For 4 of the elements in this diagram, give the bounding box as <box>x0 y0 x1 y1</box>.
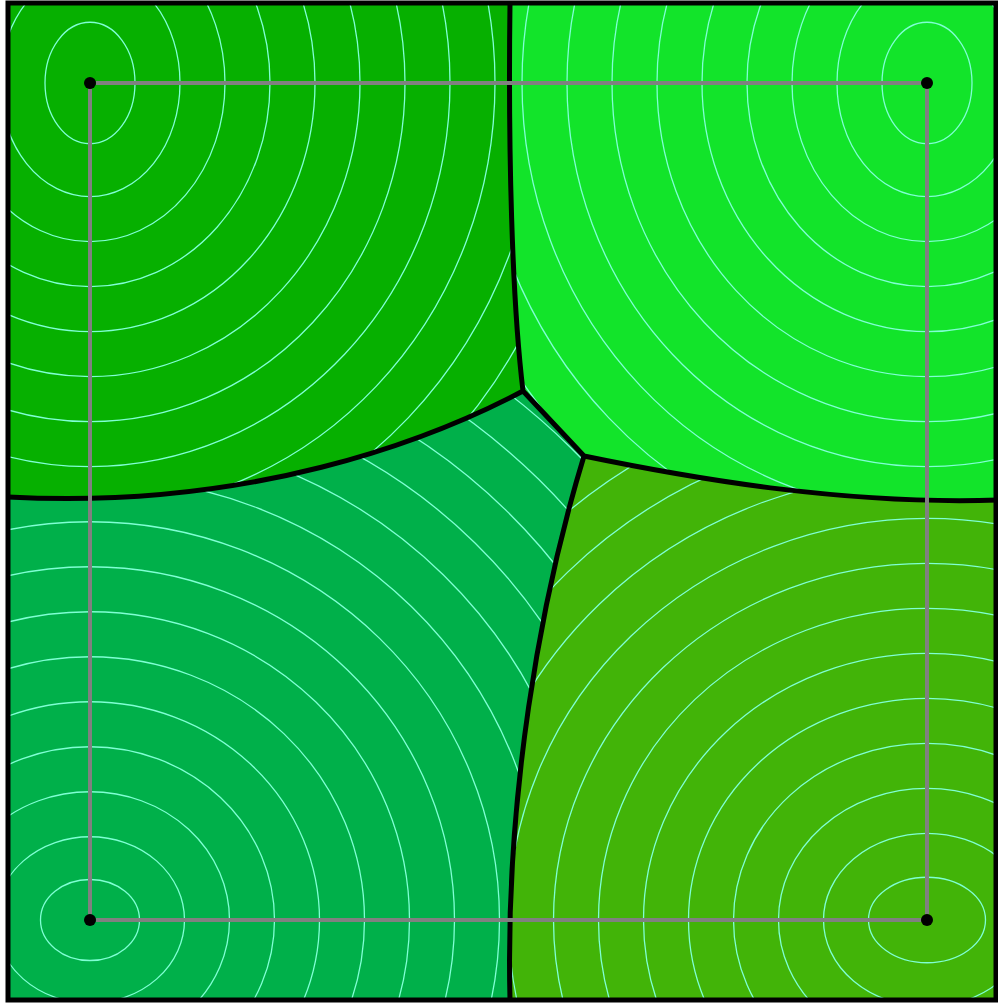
connector-line <box>88 89 92 914</box>
connector-line <box>96 81 921 85</box>
connector-line <box>96 918 921 922</box>
connector-line <box>925 89 929 914</box>
